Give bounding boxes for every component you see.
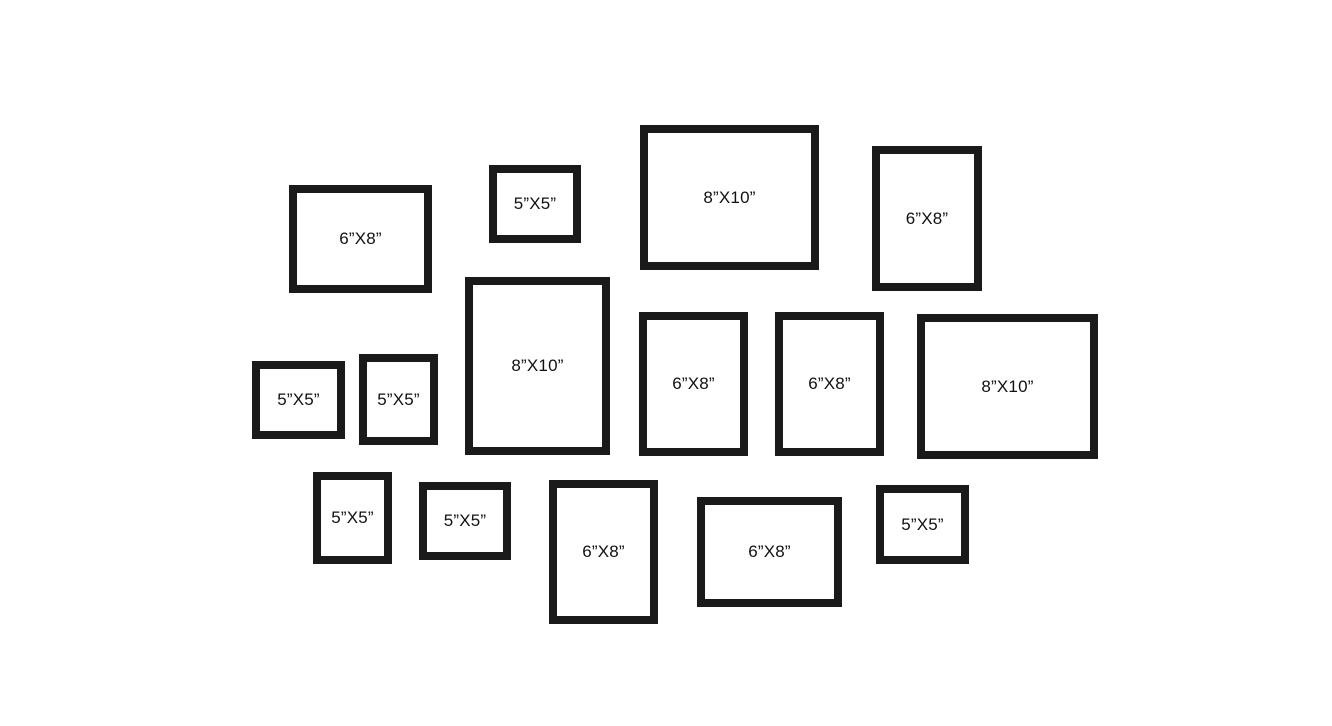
frame-size-label: 5”X5” [331,508,374,527]
frame-size-label: 8”X10” [511,356,564,375]
photo-frame-5x5: 5”X5” [489,165,581,243]
photo-frame-6x8: 6”X8” [697,497,842,607]
photo-frame-8x10: 8”X10” [640,125,819,270]
photo-frame-8x10: 8”X10” [917,314,1098,459]
photo-frame-5x5: 5”X5” [252,361,345,439]
photo-frame-5x5: 5”X5” [876,485,969,564]
frame-size-label: 6”X8” [748,542,791,561]
photo-frame-6x8: 6”X8” [289,185,432,293]
frame-size-label: 5”X5” [277,390,320,409]
frame-size-label: 8”X10” [703,187,756,207]
frame-size-label: 6”X8” [808,374,851,393]
frame-size-label: 5”X5” [513,194,557,213]
frame-size-label: 6”X8” [582,542,625,561]
frame-size-label: 5”X5” [377,389,420,409]
photo-frame-6x8: 6”X8” [639,312,748,456]
photo-frame-5x5: 5”X5” [313,472,392,564]
frame-size-label: 6”X8” [339,229,382,248]
photo-frame-5x5: 5”X5” [419,482,511,560]
photo-frame-5x5: 5”X5” [359,354,438,445]
frame-size-label: 6”X8” [905,208,949,228]
frame-size-label: 5”X5” [901,514,944,534]
photo-frame-6x8: 6”X8” [872,146,982,291]
frame-size-label: 6”X8” [672,374,715,393]
photo-frame-6x8: 6”X8” [549,480,658,624]
photo-frame-6x8: 6”X8” [775,312,884,456]
photo-frame-8x10: 8”X10” [465,277,610,455]
frame-size-label: 5”X5” [443,511,487,530]
frame-size-label: 8”X10” [981,376,1034,396]
